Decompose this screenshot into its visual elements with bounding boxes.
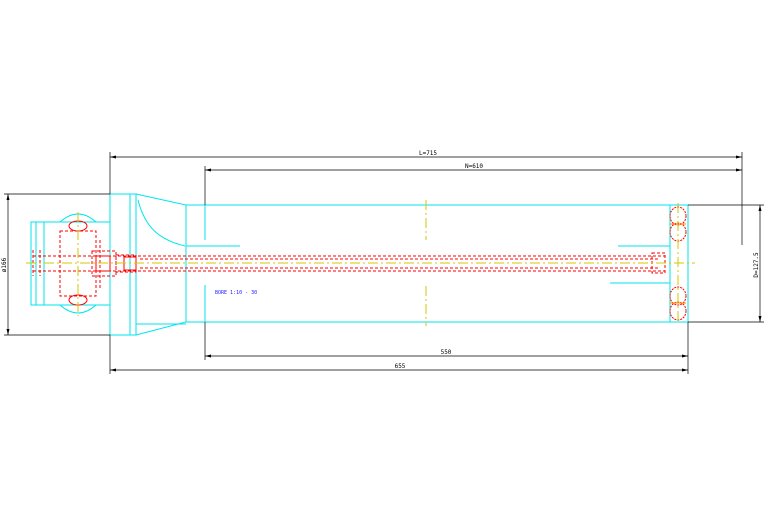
bore-note: BORE 1:10 - 30 — [215, 290, 257, 296]
inner-length-bottom-label: 550 — [441, 349, 452, 356]
taper-outline — [135, 193, 187, 336]
overall-length-top-label: L=715 — [419, 150, 437, 157]
overall-length-bottom-label: 655 — [395, 363, 406, 370]
left-diameter-label: ø166 — [1, 257, 8, 272]
dimension-lines — [4, 152, 764, 374]
center-lines — [26, 200, 695, 326]
inner-length-top-label: N=610 — [465, 163, 483, 170]
part-outline — [30, 193, 689, 336]
hub-outline — [109, 193, 137, 336]
dimension-arrows — [6, 155, 762, 372]
right-diameter-label: D=127.5 — [753, 252, 760, 278]
